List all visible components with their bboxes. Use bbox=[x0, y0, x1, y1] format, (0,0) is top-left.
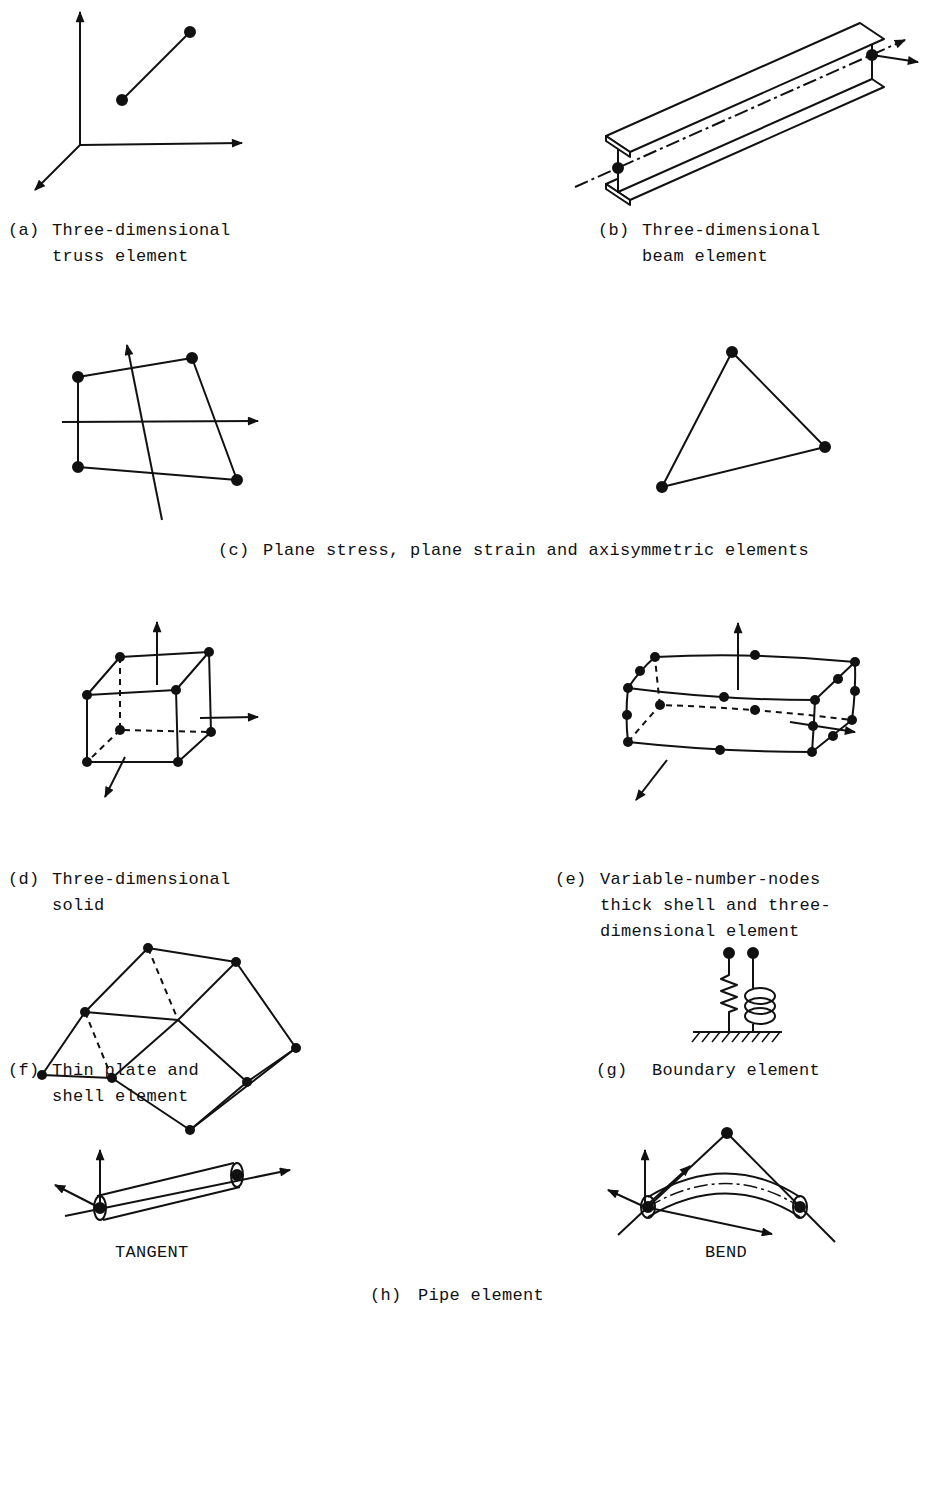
thin-shell-figure bbox=[37, 943, 301, 1135]
subfigure-letter: (d) bbox=[8, 867, 40, 893]
thick-shell-figure bbox=[622, 623, 860, 800]
solid-figure bbox=[82, 622, 258, 797]
subfigure-caption: Thin plate and shell element bbox=[52, 1058, 232, 1110]
part-name: TANGENT bbox=[115, 1240, 189, 1266]
beam-figure bbox=[575, 23, 918, 205]
subfigure-letter: (f) bbox=[8, 1058, 40, 1084]
subfigure-letter: (b) bbox=[598, 218, 630, 244]
subfigure-caption: Pipe element bbox=[418, 1283, 544, 1309]
pipe-tangent-figure bbox=[55, 1150, 290, 1220]
plane-figure bbox=[62, 345, 830, 520]
boundary-figure bbox=[692, 948, 782, 1042]
subfigure-caption: Plane stress, plane strain and axisymmet… bbox=[263, 538, 809, 564]
subfigure-letter: (g) bbox=[596, 1058, 628, 1084]
subfigure-caption: Three-dimensional solid bbox=[52, 867, 257, 919]
pipe-bend-figure bbox=[608, 1128, 835, 1242]
part-name: BEND bbox=[705, 1240, 747, 1266]
subfigure-letter: (h) bbox=[370, 1283, 402, 1309]
truss-figure bbox=[35, 12, 242, 190]
subfigure-caption: Three-dimensional truss element bbox=[52, 218, 257, 270]
subfigure-caption: Boundary element bbox=[652, 1058, 820, 1084]
subfigure-letter: (e) bbox=[555, 867, 587, 893]
subfigure-letter: (c) bbox=[218, 538, 250, 564]
subfigure-caption: Three-dimensional beam element bbox=[642, 218, 847, 270]
subfigure-letter: (a) bbox=[8, 218, 40, 244]
subfigure-caption: Variable-number-nodes thick shell and th… bbox=[600, 867, 875, 945]
